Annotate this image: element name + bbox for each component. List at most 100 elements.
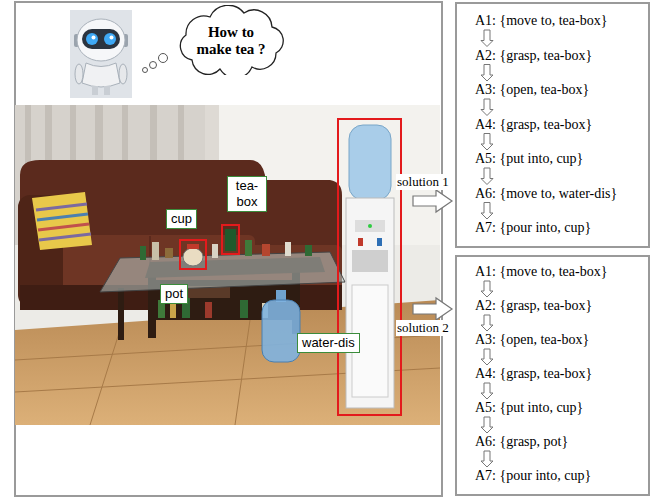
thought-dots — [143, 54, 168, 73]
step-arrow — [481, 65, 493, 82]
step-arrow — [481, 134, 493, 151]
step-text: A4: {grasp, tea-box} — [475, 117, 592, 132]
table-items-part — [165, 248, 173, 258]
cloud-outline — [180, 5, 283, 75]
table-items-part — [285, 242, 291, 256]
solution-label: solution 2 — [396, 320, 450, 336]
step-arrow — [481, 99, 493, 116]
step-text: A1: {move to, tea-box} — [475, 13, 607, 28]
robot-icon-part — [119, 64, 127, 84]
robot-icon-part — [75, 64, 83, 84]
solution-panel: solution 2A1: {move to, tea-box}A2: {gra… — [455, 255, 650, 496]
tea-box-object — [225, 229, 236, 251]
robot-icon-part — [82, 29, 120, 49]
action-step: A5: {put into, cup} — [475, 150, 583, 168]
step-text: A2: {grasp, tea-box} — [475, 298, 592, 313]
action-step: A7: {pour into, cup} — [475, 467, 591, 485]
robot-icon-part — [82, 63, 120, 87]
room-photo-part-part — [38, 224, 89, 230]
object-label: pot — [160, 284, 188, 304]
object-label: water-dis — [297, 333, 360, 353]
room-photo-part-part — [90, 330, 120, 425]
step-text: A7: {pour into, cup} — [475, 468, 591, 483]
highlight-boxes — [180, 119, 401, 415]
room-photo-part — [15, 105, 440, 425]
highlight-boxes-part — [180, 240, 206, 269]
highlight-boxes-part — [338, 119, 401, 415]
action-step: A7: {pour into, cup} — [475, 219, 591, 237]
step-arrow — [481, 203, 493, 220]
robot-icon-part — [110, 36, 114, 40]
robot-icon-part — [92, 36, 96, 40]
step-text: A5: {put into, cup} — [475, 151, 583, 166]
solution-arrows — [413, 190, 452, 320]
shelf-bottles-part — [205, 302, 212, 318]
water-dispenser-part — [352, 250, 388, 272]
water-dispenser-part — [349, 125, 391, 200]
thought-dots-part — [150, 62, 157, 69]
step-text: A6: {grasp, pot} — [475, 434, 568, 449]
room-photo-part — [32, 192, 92, 250]
step-text: A3: {open, tea-box} — [475, 82, 589, 97]
action-step: A3: {open, tea-box} — [475, 331, 589, 349]
robot-icon-part — [77, 19, 125, 61]
robot-icon — [70, 10, 132, 98]
step-arrow — [481, 417, 493, 433]
room-photo-part-part — [37, 214, 88, 220]
scene-frame — [15, 2, 442, 496]
object-label: tea-box — [227, 176, 267, 212]
table-items-part — [152, 242, 159, 260]
room-photo-part — [187, 244, 199, 249]
action-step: A6: {move to, water-dis} — [475, 185, 617, 203]
table-items-part — [262, 244, 270, 256]
table-items-part — [140, 246, 146, 260]
robot-icon-part — [104, 86, 110, 95]
solution-panel: solution 1A1: {move to, tea-box}A2: {gra… — [455, 2, 650, 248]
object-name: pot — [165, 286, 183, 301]
room-photo — [15, 105, 440, 425]
action-step: A5: {put into, cup} — [475, 399, 583, 417]
robot-icon-part — [70, 10, 132, 98]
action-step: A6: {grasp, pot} — [475, 433, 568, 451]
action-step: A4: {grasp, tea-box} — [475, 116, 592, 134]
action-step: A1: {move to, tea-box} — [475, 263, 607, 281]
step-text: A6: {move to, water-dis} — [475, 186, 617, 201]
robot-icon-part — [86, 33, 98, 45]
solution-label: solution 1 — [396, 174, 450, 190]
action-step: A2: {grasp, tea-box} — [475, 47, 592, 65]
table-items-part — [212, 244, 218, 258]
step-text: A2: {grasp, tea-box} — [475, 48, 592, 63]
water-dispenser-part — [355, 220, 385, 232]
question-text: How to make tea ? — [192, 24, 270, 58]
thought-bubble: How to make tea ? — [172, 5, 287, 75]
object-name: cup — [171, 211, 192, 226]
step-arrow — [481, 451, 493, 467]
thought-dots-part — [159, 54, 168, 63]
step-arrow — [481, 281, 493, 297]
step-arrow — [481, 315, 493, 331]
action-step: A4: {grasp, tea-box} — [475, 365, 592, 383]
action-step: A2: {grasp, tea-box} — [475, 297, 592, 315]
step-arrow — [481, 30, 493, 47]
room-photo-part — [36, 204, 91, 240]
room-photo-part-part — [36, 204, 87, 210]
solution-arrows-part — [413, 190, 452, 212]
object-name: water-dis — [302, 335, 355, 350]
solution-arrows-part — [413, 298, 452, 320]
room-photo-part-part — [39, 234, 91, 240]
robot-icon-part — [92, 86, 98, 95]
object-label: cup — [166, 209, 197, 229]
water-dispenser-part — [377, 238, 382, 246]
teapot — [183, 248, 203, 266]
highlight-boxes-part — [222, 225, 239, 254]
water-dispenser-part — [346, 198, 394, 408]
step-text: A4: {grasp, tea-box} — [475, 366, 592, 381]
shelf-bottles-part — [240, 300, 248, 318]
robot-icon-part — [104, 33, 116, 45]
water-dispenser — [346, 125, 394, 408]
step-arrow — [481, 383, 493, 399]
object-name: tea-box — [236, 178, 258, 209]
water-dispenser-part — [368, 224, 372, 228]
